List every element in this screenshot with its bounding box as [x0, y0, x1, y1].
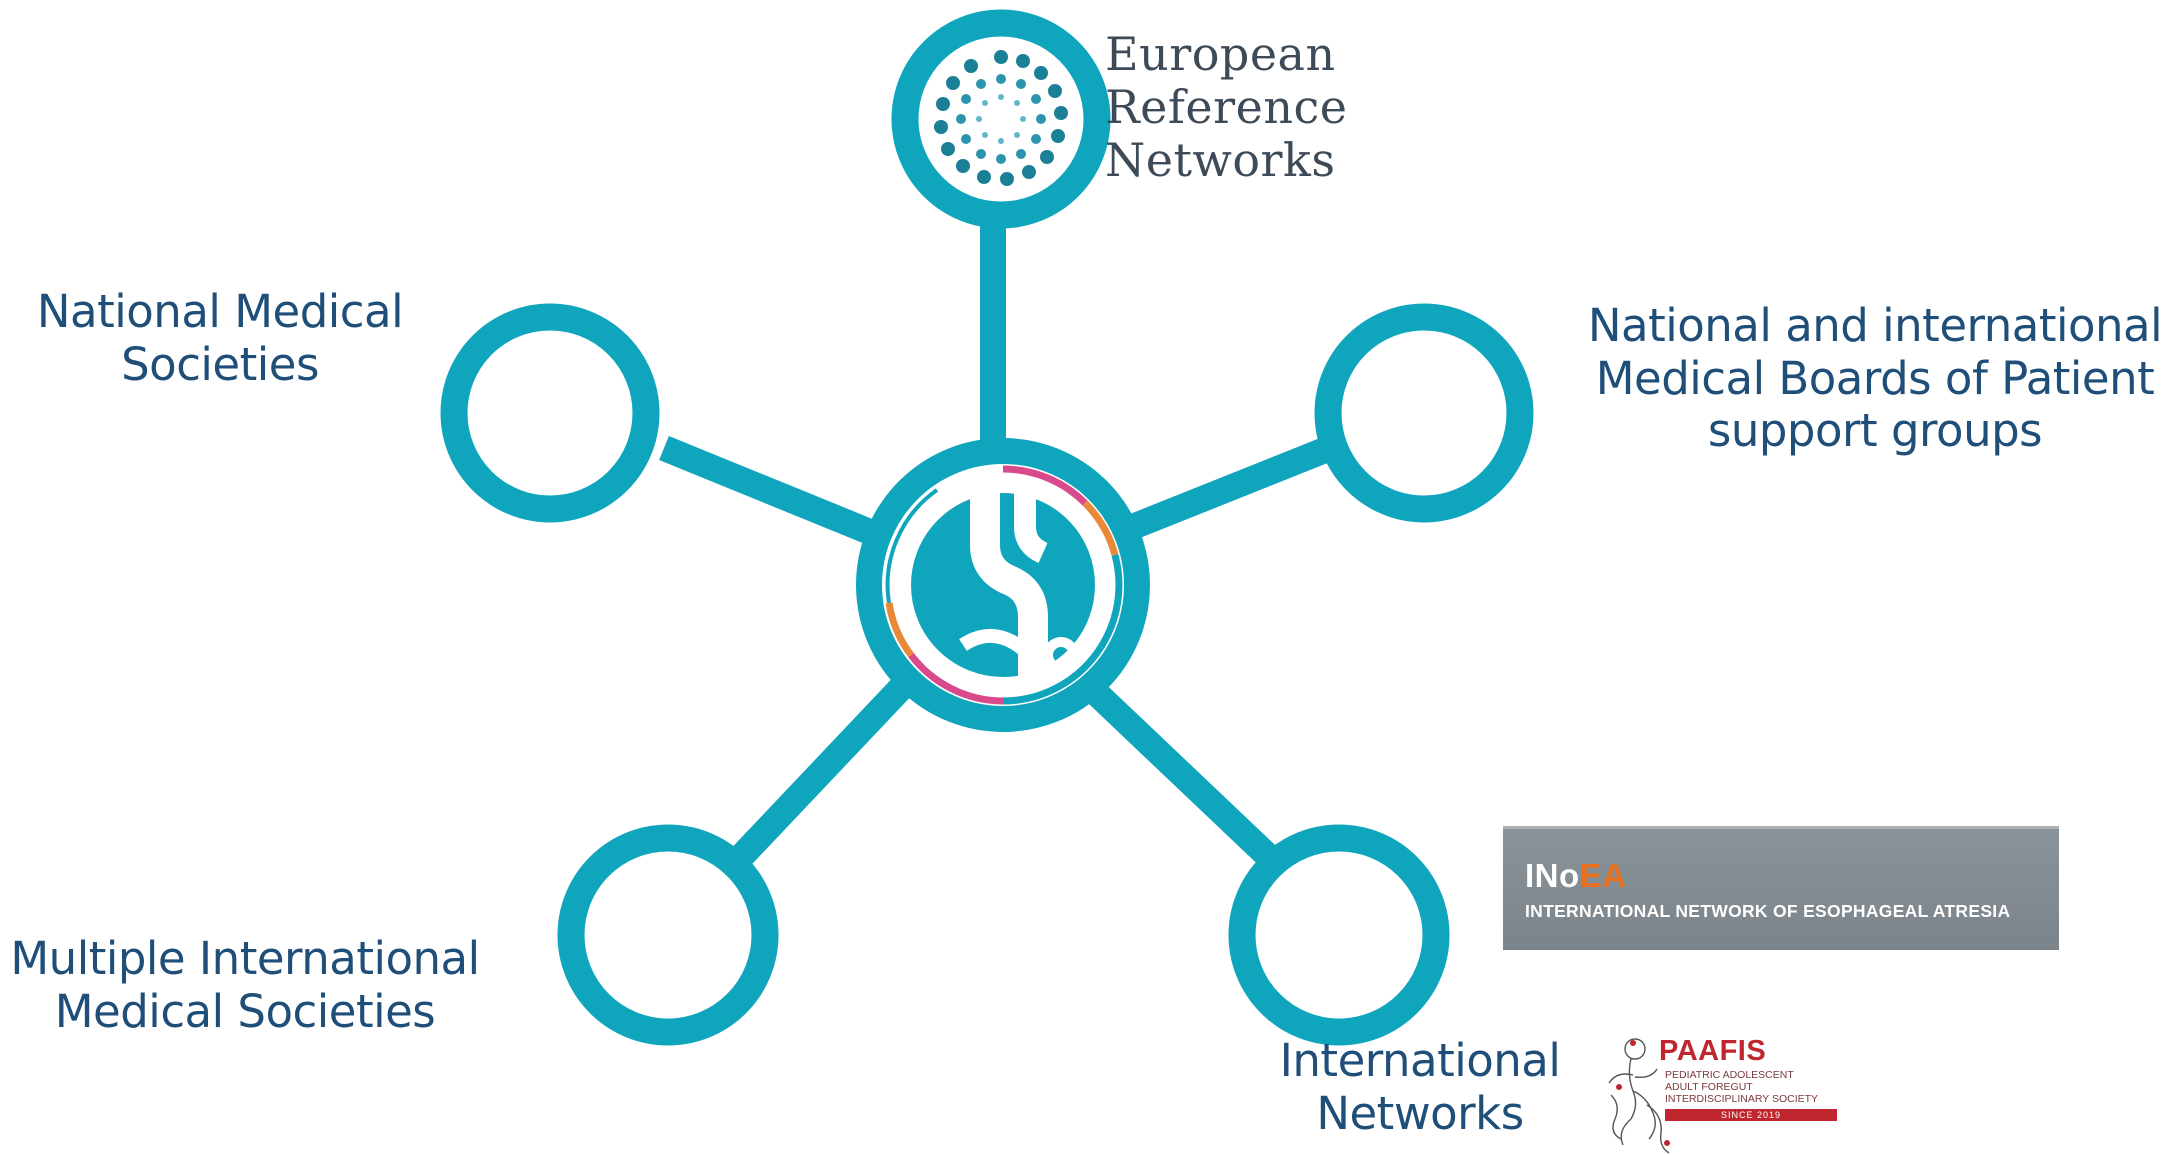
label-multiple-international-societies: Multiple International Medical Societies: [10, 932, 480, 1038]
spokes: [659, 220, 1335, 870]
ern-dot-ring-icon: [934, 50, 1068, 186]
child-sketch-icon: [1608, 1038, 1670, 1154]
inoea-logo: INoEA INTERNATIONAL NETWORK OF ESOPHAGEA…: [1503, 826, 2059, 950]
esophagus-emblem-icon: [885, 465, 1123, 705]
inoea-subtitle: INTERNATIONAL NETWORK OF ESOPHAGEAL ATRE…: [1525, 901, 2011, 921]
spoke-upper-right: [1115, 435, 1335, 545]
ern-logo: European Reference Networks: [1105, 27, 1348, 187]
paafis-logo: PAAFIS PEDIATRIC ADOLESCENT ADULT FOREGU…: [1603, 1035, 1837, 1155]
spoke-lower-right: [1063, 660, 1281, 870]
paafis-since-badge: SINCE 2019: [1665, 1109, 1837, 1121]
node-top-ern: [891, 9, 1111, 229]
ern-logo-line-1: European: [1105, 27, 1336, 81]
spoke-upper-left: [659, 435, 875, 545]
ern-logo-line-2: Reference: [1105, 80, 1348, 134]
node-lower-right: [1228, 824, 1450, 1046]
spoke-lower-left: [728, 661, 928, 869]
inoea-title-part-1: INo: [1525, 857, 1580, 894]
node-upper-right: [1314, 303, 1534, 523]
nodes: [440, 9, 1534, 1046]
node-lower-left: [557, 824, 779, 1046]
ern-logo-line-3: Networks: [1105, 133, 1336, 187]
inoea-title-part-2: EA: [1579, 857, 1627, 894]
label-international-networks: International Networks: [1279, 1034, 1561, 1140]
central-hub: [856, 438, 1150, 732]
label-national-medical-societies: National Medical Societies: [36, 285, 404, 391]
paafis-description: PEDIATRIC ADOLESCENT ADULT FOREGUT INTER…: [1665, 1069, 1819, 1105]
paafis-name: PAAFIS: [1659, 1035, 1767, 1067]
label-national-international-boards: National and international Medical Board…: [1587, 299, 2163, 458]
node-upper-left: [440, 303, 660, 523]
inoea-title: INoEA: [1525, 857, 1627, 895]
